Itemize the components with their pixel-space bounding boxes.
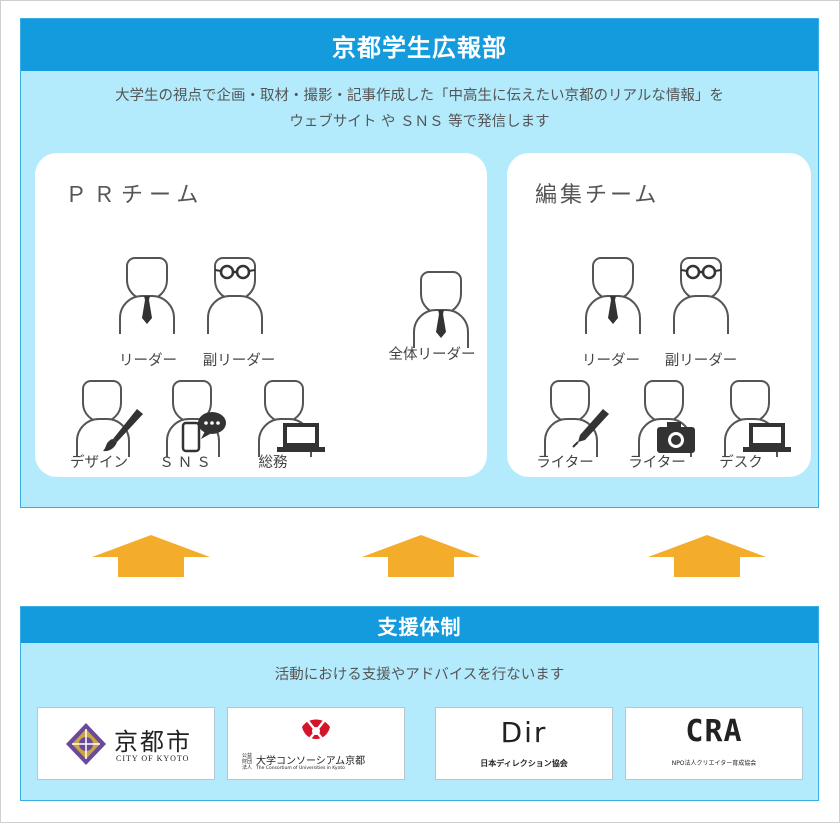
pr-member-label: ＳＮＳ <box>159 455 215 471</box>
kyoto-city-english: CITY OF KYOTO <box>116 754 190 763</box>
consortium-logo: 公益財団法人 大学コンソーシアム京都 The Consortium of Uni… <box>227 707 405 780</box>
pr-member-label: デザイン <box>70 455 128 471</box>
edit-member-label: デスク <box>719 455 763 471</box>
direction-mark: Dir <box>500 716 548 749</box>
edit-leader-figure <box>583 255 643 335</box>
kyoto-city-emblem-icon <box>66 723 106 765</box>
consortium-english: The Consortium of Universities in Kyoto <box>256 766 345 771</box>
pr-team-card: ＰＲチーム リーダー 副リーダー <box>35 153 487 477</box>
person-glasses-icon <box>207 257 263 335</box>
cra-mark: CRA <box>685 714 743 749</box>
pr-member-label: 副リーダー <box>202 353 276 369</box>
edit-member-label: 副リーダー <box>664 353 738 369</box>
person-glasses-icon <box>673 257 729 335</box>
pr-general-affairs-figure <box>257 379 325 459</box>
direction-name: 日本ディレクション協会 <box>480 759 568 768</box>
person-camera-icon <box>638 380 695 458</box>
edit-photographer-figure <box>637 379 697 459</box>
consortium-emblem-icon <box>302 719 330 742</box>
person-smartphone-icon <box>166 380 226 458</box>
overall-leader-label: 全体リーダー <box>388 347 476 363</box>
consortium-prefix: 公益財団法人 <box>242 753 253 771</box>
edit-desk-figure <box>723 379 791 459</box>
edit-member-label: リーダー <box>582 353 640 369</box>
up-arrow <box>362 535 480 577</box>
pr-team-title: ＰＲチーム <box>65 183 205 208</box>
direction-association-logo: Dir 日本ディレクション協会 <box>435 707 613 780</box>
support-title: 支援体制 <box>21 607 818 643</box>
pr-leader-figure <box>117 255 177 335</box>
overall-leader-figure <box>411 269 471 349</box>
person-tie-icon <box>585 257 641 335</box>
support-text: 活動における支援やアドバイスを行ないます <box>274 667 565 683</box>
cra-name: NPO法人クリエイター育成協会 <box>671 760 757 767</box>
edit-sub-leader-figure <box>671 255 731 335</box>
person-pen-icon <box>544 380 609 458</box>
person-laptop-icon <box>724 380 791 458</box>
pr-member-label: 総務 <box>258 455 288 471</box>
person-brush-icon <box>76 380 143 458</box>
edit-writer-figure <box>543 379 609 459</box>
pr-design-figure <box>75 379 143 459</box>
pr-sub-leader-figure <box>205 255 265 335</box>
person-laptop-icon <box>258 380 325 458</box>
kyoto-city-logo: 京都市 CITY OF KYOTO <box>37 707 215 780</box>
edit-team-title: 編集チーム <box>535 183 660 208</box>
edit-member-label: ライター <box>536 455 594 471</box>
intro-text: 大学生の視点で企画・取材・撮影・記事作成した「中高生に伝えたい京都のリアルな情報… <box>21 83 818 135</box>
up-arrow <box>648 535 766 577</box>
up-arrow <box>92 535 210 577</box>
support-panel: 支援体制 活動における支援やアドバイスを行ないます 京都市 CITY OF KY… <box>20 606 819 801</box>
person-tie-icon <box>413 271 469 349</box>
pr-sns-figure <box>165 379 226 459</box>
page-title: 京都学生広報部 <box>21 19 818 71</box>
edit-member-label: ライター <box>628 455 686 471</box>
cra-logo: CRA NPO法人クリエイター育成協会 <box>625 707 803 780</box>
kyoto-city-name: 京都市 <box>114 728 192 756</box>
person-tie-icon <box>119 257 175 335</box>
edit-team-card: 編集チーム リーダー 副リーダー <box>507 153 811 477</box>
consortium-name: 大学コンソーシアム京都 <box>256 756 366 767</box>
pr-member-label: リーダー <box>119 353 177 369</box>
intro-line-2: ウェブサイト や ＳＮＳ 等で発信します <box>289 114 550 130</box>
intro-line-1: 大学生の視点で企画・取材・撮影・記事作成した「中高生に伝えたい京都のリアルな情報… <box>115 88 724 104</box>
organization-panel: 京都学生広報部 大学生の視点で企画・取材・撮影・記事作成した「中高生に伝えたい京… <box>20 18 819 508</box>
